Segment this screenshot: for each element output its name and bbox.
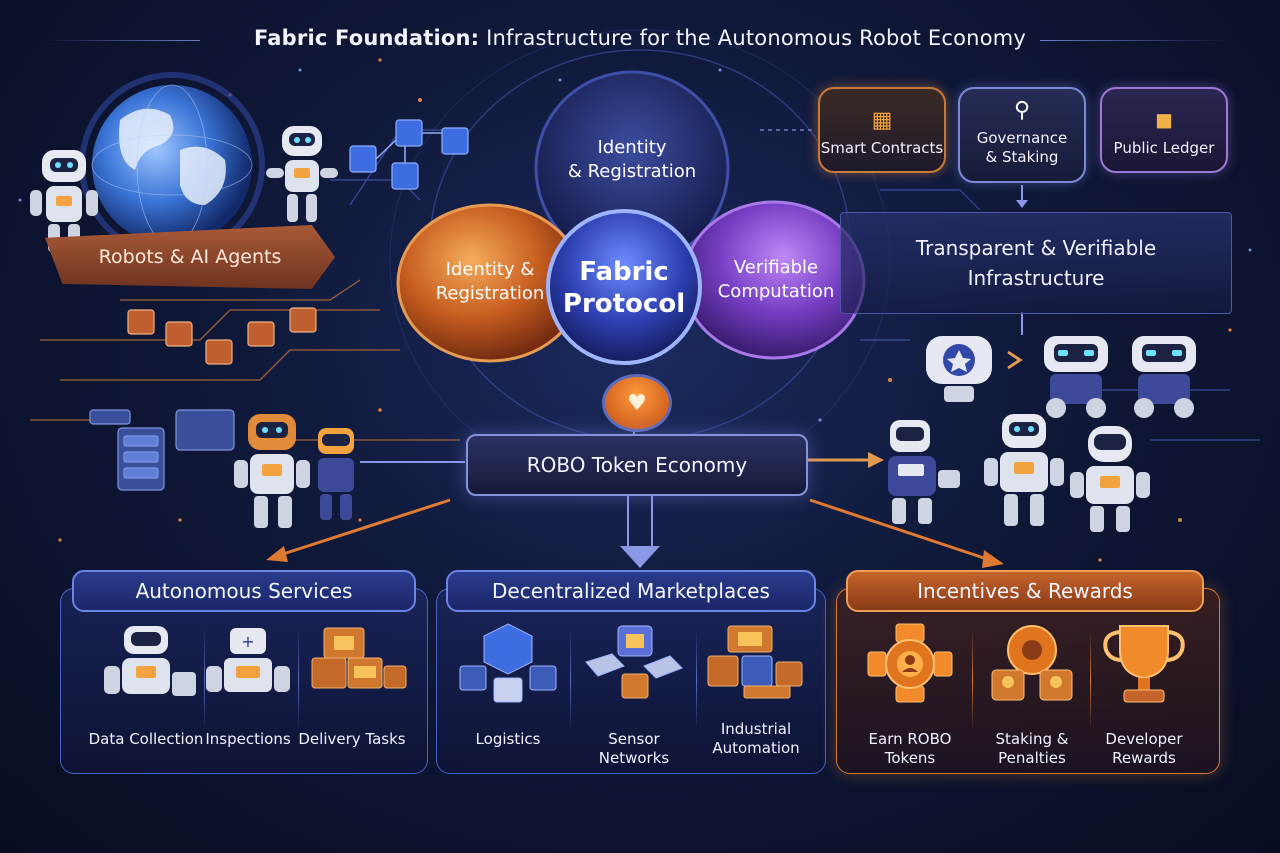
identity-registration-top-node[interactable]: Identity & Registration: [556, 130, 708, 190]
sensor-networks-label: Sensor Networks: [598, 730, 670, 767]
svg-text:+: +: [241, 632, 254, 651]
protocol-venn: [396, 70, 866, 365]
page-title: Fabric Foundation: Infrastructure for th…: [0, 26, 1280, 50]
token-gear-icon: [867, 623, 953, 703]
panel-divider: [298, 630, 299, 730]
decentralized-marketplaces-header: Decentralized Marketplaces: [446, 570, 816, 612]
robot-icon: [1070, 426, 1150, 532]
inspections-item[interactable]: + Inspections: [186, 622, 310, 752]
staking-penalties-item[interactable]: Staking & Penalties: [970, 622, 1094, 767]
inspections-label: Inspections: [205, 730, 291, 748]
sensor-networks-item[interactable]: Sensor Networks: [572, 622, 696, 767]
transparent-line2: Infrastructure: [967, 266, 1105, 290]
robot-icon: [1132, 336, 1196, 418]
robot-icon: [926, 336, 992, 402]
transparent-infrastructure-box: Transparent & Verifiable Infrastructure: [840, 212, 1232, 314]
delivery-tasks-label: Delivery Tasks: [298, 730, 406, 748]
top-node-line2: & Registration: [567, 161, 697, 182]
robot-icon: [104, 626, 196, 696]
logistics-hub-icon: [459, 623, 557, 703]
right-node-line1: Verifiable: [733, 257, 819, 278]
center-node-line2: Protocol: [562, 289, 686, 319]
robot-icon: [888, 420, 960, 524]
logistics-label: Logistics: [475, 730, 541, 748]
inspection-robot-icon: +: [206, 628, 290, 692]
robot-icon: [984, 414, 1064, 526]
globe-icon: [79, 72, 265, 258]
page-title-bold: Fabric Foundation:: [253, 26, 480, 50]
panel-divider: [204, 630, 205, 730]
staking-penalties-label: Staking & Penalties: [995, 730, 1069, 767]
blockchain-cubes-icon: [127, 307, 317, 365]
governance-staking-chip[interactable]: ⚲ Governance & Staking: [958, 87, 1086, 183]
delivery-tasks-item[interactable]: Delivery Tasks: [290, 622, 414, 752]
right-node-line2: Computation: [717, 281, 835, 302]
public-ledger-chip[interactable]: ◼ Public Ledger: [1100, 87, 1228, 173]
smart-contracts-label: Smart Contracts: [820, 139, 944, 157]
staking-gear-icon: [991, 625, 1073, 701]
cube-icon: ◼: [1154, 108, 1174, 133]
contract-chest-icon: ▦: [871, 108, 893, 133]
industrial-automation-item[interactable]: Industrial Automation: [694, 622, 818, 757]
smart-contracts-chip[interactable]: ▦ Smart Contracts: [818, 87, 946, 173]
panel-divider: [1090, 630, 1091, 730]
robot-icon: [266, 126, 338, 222]
transparent-line1: Transparent & Verifiable: [915, 236, 1157, 260]
incentives-rewards-header: Incentives & Rewards: [846, 570, 1204, 612]
fabric-protocol-center-node[interactable]: Fabric Protocol: [556, 250, 692, 326]
factory-blocks-icon: [707, 625, 803, 699]
robot-icon: [1044, 336, 1108, 418]
center-node-line1: Fabric: [579, 257, 669, 287]
autonomous-services-header: Autonomous Services: [72, 570, 416, 612]
trophy-icon: [1103, 625, 1185, 703]
identity-registration-left-node[interactable]: Identity & Registration: [410, 252, 570, 312]
logistics-item[interactable]: Logistics: [446, 622, 570, 752]
earn-robo-tokens-label: Earn ROBO Tokens: [868, 730, 952, 767]
title-rule-left: [40, 40, 200, 41]
top-node-line1: Identity: [597, 137, 667, 158]
industrial-automation-label: Industrial Automation: [712, 720, 800, 757]
token-heart-icon: ♥: [602, 374, 672, 432]
robots-ai-agents-banner: Robots & AI Agents: [45, 225, 335, 289]
verifiable-computation-node[interactable]: Verifiable Computation: [696, 250, 856, 310]
panel-divider: [696, 630, 697, 730]
earn-robo-tokens-item[interactable]: Earn ROBO Tokens: [848, 622, 972, 767]
sensor-network-icon: [585, 625, 683, 699]
robot-icon: [234, 414, 310, 528]
developer-rewards-label: Developer Rewards: [1105, 730, 1183, 767]
left-node-line2: Registration: [435, 283, 545, 304]
public-ledger-label: Public Ledger: [1113, 139, 1215, 157]
panel-divider: [570, 630, 571, 730]
server-rack-icon: [89, 409, 235, 491]
panel-divider: [972, 630, 973, 730]
left-node-line1: Identity &: [445, 259, 535, 280]
developer-rewards-item[interactable]: Developer Rewards: [1082, 622, 1206, 767]
magnifier-icon: ⚲: [1013, 98, 1031, 123]
title-rule-right: [1040, 40, 1230, 41]
data-collection-item[interactable]: Data Collection: [84, 622, 208, 752]
governance-staking-label: Governance & Staking: [976, 129, 1068, 166]
robot-icon: [318, 428, 354, 520]
delivery-boxes-icon: [311, 627, 407, 689]
robot-icon: [30, 150, 98, 252]
data-collection-label: Data Collection: [88, 730, 204, 748]
robo-token-economy-bar[interactable]: ROBO Token Economy: [466, 434, 808, 496]
page-title-rest: Infrastructure for the Autonomous Robot …: [479, 26, 1027, 50]
